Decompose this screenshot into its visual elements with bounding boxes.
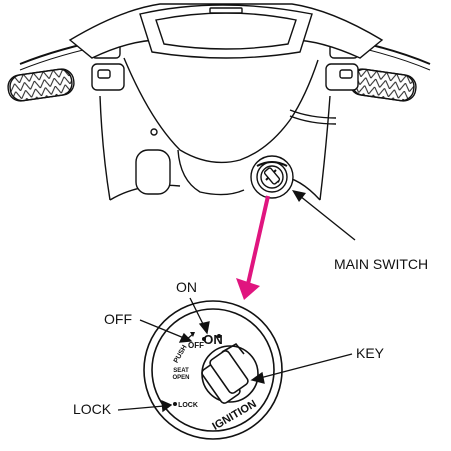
left-grip (7, 68, 76, 103)
main-switch-pointer (292, 190, 355, 240)
main-switch-label: MAIN SWITCH (334, 256, 428, 272)
off-label: OFF (104, 311, 132, 327)
on-label: ON (176, 279, 197, 295)
right-grip (349, 68, 418, 103)
key-label: KEY (356, 345, 385, 361)
dial-open-text: OPEN (172, 375, 189, 381)
main-switch-small (251, 156, 293, 198)
lock-label: LOCK (73, 401, 112, 417)
scooter-handlebar-illustration (7, 4, 430, 200)
dial-off-text: OFF (188, 341, 204, 350)
dial-on-text: ON (203, 332, 223, 347)
ignition-dial (144, 301, 282, 439)
storage-pocket (136, 150, 170, 194)
dial-seat-text: SEAT (173, 368, 189, 374)
magnify-arrow (236, 196, 268, 300)
dial-lock-text: LOCK (178, 402, 198, 409)
